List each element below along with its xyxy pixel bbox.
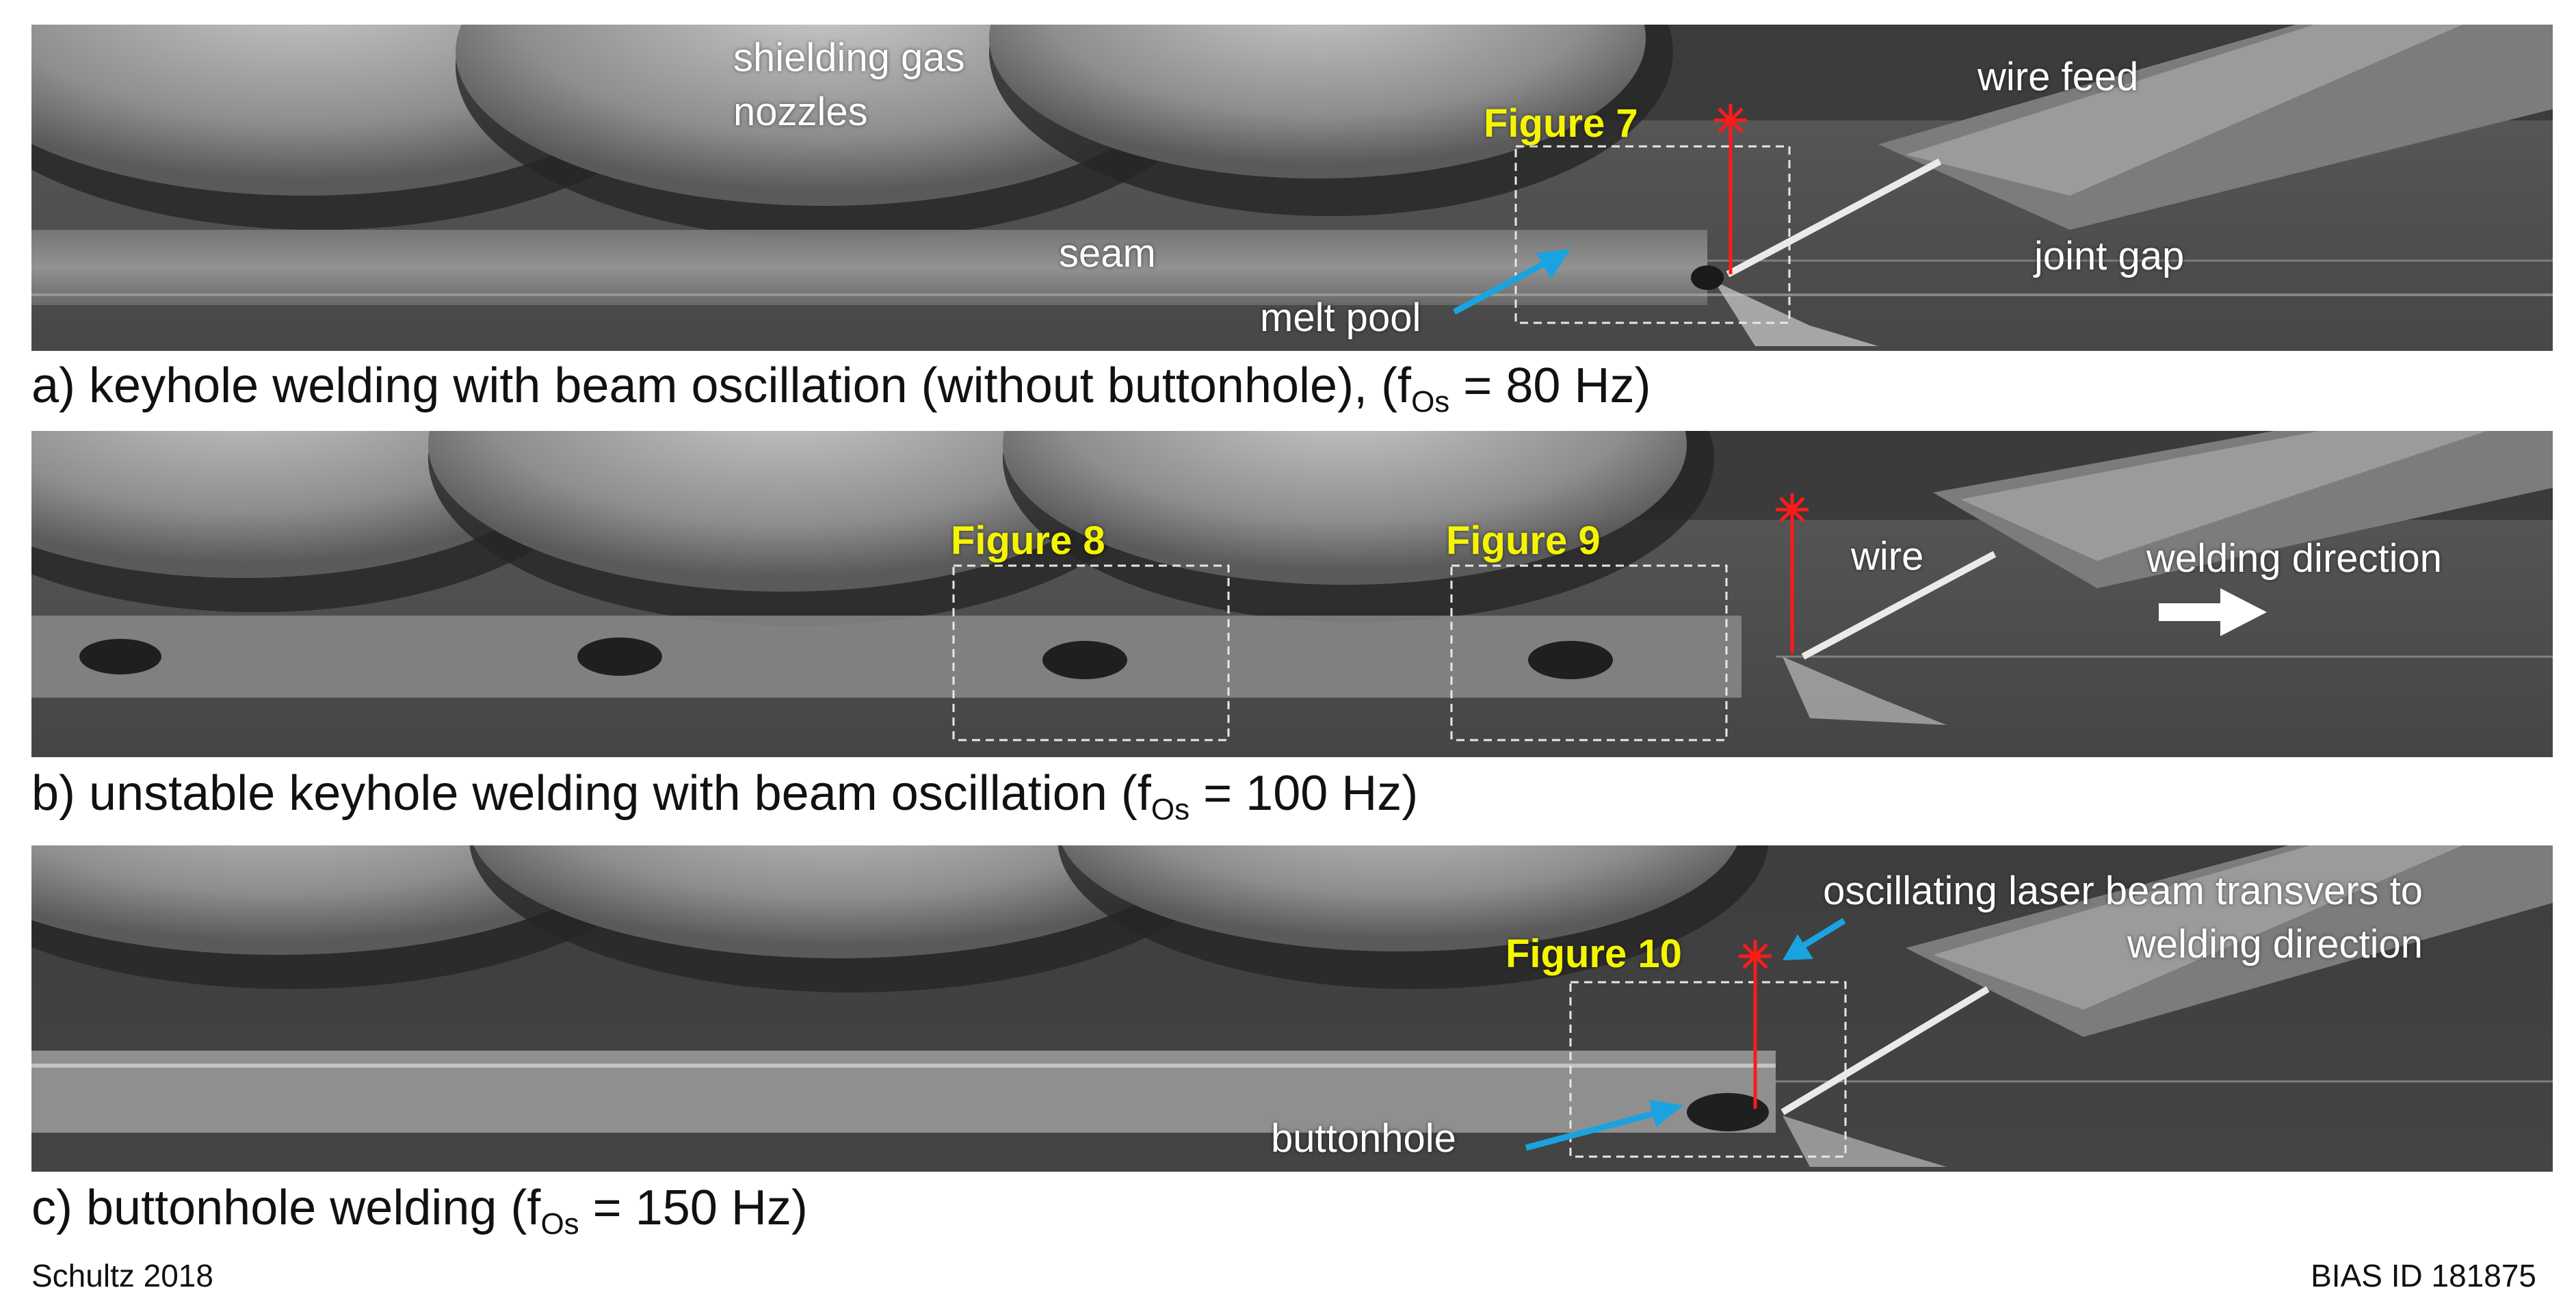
- caption-b-subscript: Os: [1151, 793, 1190, 826]
- laser-beam-arrow-icon: [1783, 918, 1846, 960]
- photo-panel-b: wire welding direction Figure 8 Figure 9: [31, 431, 2553, 757]
- figure-9-frame: [1450, 564, 1728, 741]
- photo-panel-c: oscillating laser beam transvers to weld…: [31, 845, 2553, 1172]
- laser-spot-icon: [1776, 493, 1809, 526]
- caption-b: b) unstable keyhole welding with beam os…: [31, 769, 1418, 825]
- caption-c-text: c) buttonhole welding (f: [31, 1181, 541, 1235]
- weld-photo-a: [31, 25, 2553, 351]
- caption-a: a) keyhole welding with beam oscillation…: [31, 361, 1651, 417]
- label-joint-gap: joint gap: [2034, 234, 2185, 278]
- caption-b-text: b) unstable keyhole welding with beam os…: [31, 766, 1151, 821]
- label-buttonhole: buttonhole: [1271, 1116, 1456, 1161]
- caption-a-text: a) keyhole welding with beam oscillation…: [31, 358, 1412, 413]
- label-wire: wire: [1851, 534, 1924, 579]
- label-welding-direction: welding direction: [2146, 536, 2443, 581]
- label-wire-feed: wire feed: [1977, 55, 2139, 99]
- melt-pool-arrow-icon: [1452, 249, 1570, 315]
- figure-7-label: Figure 7: [1484, 101, 1638, 146]
- footer-id: BIAS ID 181875: [2311, 1258, 2536, 1293]
- figure-8-label: Figure 8: [951, 518, 1105, 563]
- label-oscillating-laser-beam-line1: oscillating laser beam transvers to: [1823, 869, 2423, 913]
- label-shielding-gas: shielding gas: [733, 36, 965, 80]
- label-nozzles: nozzles: [733, 90, 868, 134]
- label-oscillating-laser-beam-line2: welding direction: [2127, 922, 2423, 966]
- label-melt-pool: melt pool: [1260, 295, 1421, 340]
- footer-author: Schultz 2018: [31, 1258, 213, 1293]
- weld-photo-b: [31, 431, 2553, 757]
- caption-c: c) buttonhole welding (fOs = 150 Hz): [31, 1183, 808, 1239]
- label-seam: seam: [1059, 231, 1156, 276]
- laser-spot-icon: [1739, 940, 1772, 973]
- figure-10-label: Figure 10: [1506, 932, 1682, 976]
- caption-b-value: = 100 Hz): [1190, 766, 1419, 821]
- figure-10-frame: [1569, 981, 1847, 1158]
- figure-9-label: Figure 9: [1446, 518, 1601, 563]
- weld-photo-c: [31, 845, 2553, 1172]
- photo-panel-a: shielding gas nozzles wire feed seam joi…: [31, 25, 2553, 351]
- caption-c-value: = 150 Hz): [579, 1181, 808, 1235]
- caption-a-value: = 80 Hz): [1449, 358, 1651, 413]
- figure-7-frame: [1514, 145, 1791, 324]
- buttonhole-arrow-icon: [1525, 1100, 1683, 1151]
- laser-spot-icon: [1714, 104, 1747, 137]
- caption-a-subscript: Os: [1411, 385, 1450, 419]
- welding-direction-arrow-icon: [2159, 588, 2267, 636]
- figure-8-frame: [952, 564, 1230, 741]
- caption-c-subscript: Os: [540, 1207, 579, 1241]
